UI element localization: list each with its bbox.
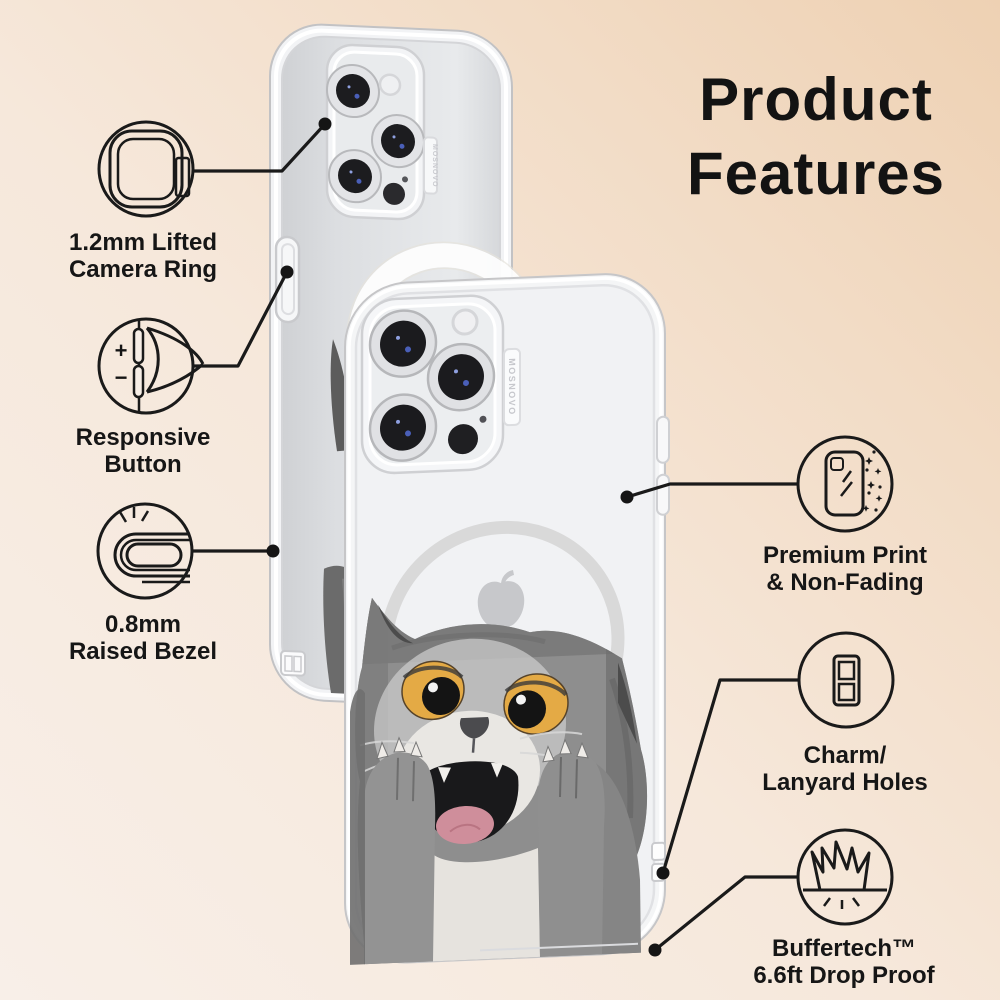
camera-lens — [368, 309, 438, 378]
page-title-line1: Product — [699, 66, 933, 133]
callout-dot — [620, 490, 634, 504]
responsive-button-icon: + − — [115, 320, 205, 412]
minus-sign: − — [115, 365, 128, 390]
cat-ear-inner — [378, 604, 413, 644]
callout-label: Button — [104, 451, 181, 478]
cat-fang — [438, 767, 451, 783]
cat-nose — [460, 717, 489, 739]
camera-lens — [326, 64, 380, 119]
brand-tab-front — [503, 347, 521, 427]
camera-module-rear: MOSNOVO — [325, 43, 438, 221]
lanyard-holes-icon — [832, 654, 861, 707]
camera-lens — [328, 149, 382, 204]
impact-burst — [810, 840, 871, 892]
callout-label: Charm/ — [804, 742, 887, 769]
callout-label: Premium Print — [763, 542, 927, 569]
brand-label: MOSNOVO — [507, 358, 517, 416]
callout-label: 1.2mm Lifted — [69, 229, 217, 256]
mic-dot — [479, 415, 487, 423]
callout-dot — [648, 943, 662, 957]
cat-eye-left — [401, 660, 465, 721]
case-side-button — [274, 235, 301, 324]
callout-dot — [318, 117, 332, 131]
cat-paw-right — [537, 738, 641, 957]
phone-cat-case-view: MOSNOVO — [344, 273, 670, 965]
page-title-line2: Features — [687, 140, 945, 207]
case-bottom-seam — [480, 942, 638, 952]
callout-camera-ring: 1.2mm Lifted Camera Ring — [69, 120, 217, 283]
cat-artwork — [350, 586, 648, 965]
callout-label: Responsive — [76, 424, 211, 451]
cat-eye-right — [503, 673, 569, 735]
camera-ring-icon — [108, 129, 191, 209]
raised-bezel-icon — [113, 507, 190, 584]
apple-logo-icon — [477, 569, 525, 628]
plus-sign: + — [115, 338, 128, 363]
cat-shoulder-edge — [350, 689, 365, 965]
callout-responsive-button: + − Responsive Button — [76, 317, 211, 478]
cat-fang — [491, 762, 503, 778]
callout-dot — [280, 265, 294, 279]
callout-label: 0.8mm — [105, 611, 181, 638]
callout-label: 6.6ft Drop Proof — [753, 962, 935, 989]
camera-lens — [426, 342, 496, 412]
cat-ear-inner — [618, 662, 637, 744]
callout-drop-proof: Buffertech™ 6.6ft Drop Proof — [753, 828, 936, 989]
camera-lens — [368, 393, 438, 462]
brand-tab-rear — [423, 136, 438, 195]
mic-dot — [402, 176, 408, 183]
premium-print-icon — [824, 450, 883, 517]
flash — [378, 73, 402, 96]
callout-label: Buffertech™ — [772, 935, 916, 962]
camera-module-front: MOSNOVO — [360, 294, 521, 475]
camera-lens — [371, 114, 425, 169]
flash — [451, 308, 479, 336]
callout-label: & Non-Fading — [766, 569, 923, 596]
brand-label: MOSNOVO — [431, 144, 438, 188]
drop-proof-icon — [803, 840, 887, 909]
callout-raised-bezel: 0.8mm Raised Bezel — [69, 502, 217, 665]
lidar-sensor — [448, 424, 478, 455]
case-volume-button — [656, 473, 670, 516]
callout-label: Camera Ring — [69, 256, 217, 283]
cat-paw-left — [364, 736, 436, 965]
callout-premium-print: Premium Print & Non-Fading — [763, 435, 927, 596]
callout-connectors — [192, 117, 799, 957]
callout-label: Raised Bezel — [69, 638, 217, 665]
cat-chest — [433, 847, 540, 962]
callout-dot — [266, 544, 280, 558]
lanyard-hole — [651, 841, 666, 862]
callout-charm-holes: Charm/ Lanyard Holes — [762, 631, 928, 796]
callout-label: Lanyard Holes — [762, 769, 927, 796]
callout-dot — [656, 866, 670, 880]
sparkle-stars — [862, 450, 883, 512]
case-power-button — [656, 415, 670, 464]
lidar-sensor — [383, 182, 405, 205]
